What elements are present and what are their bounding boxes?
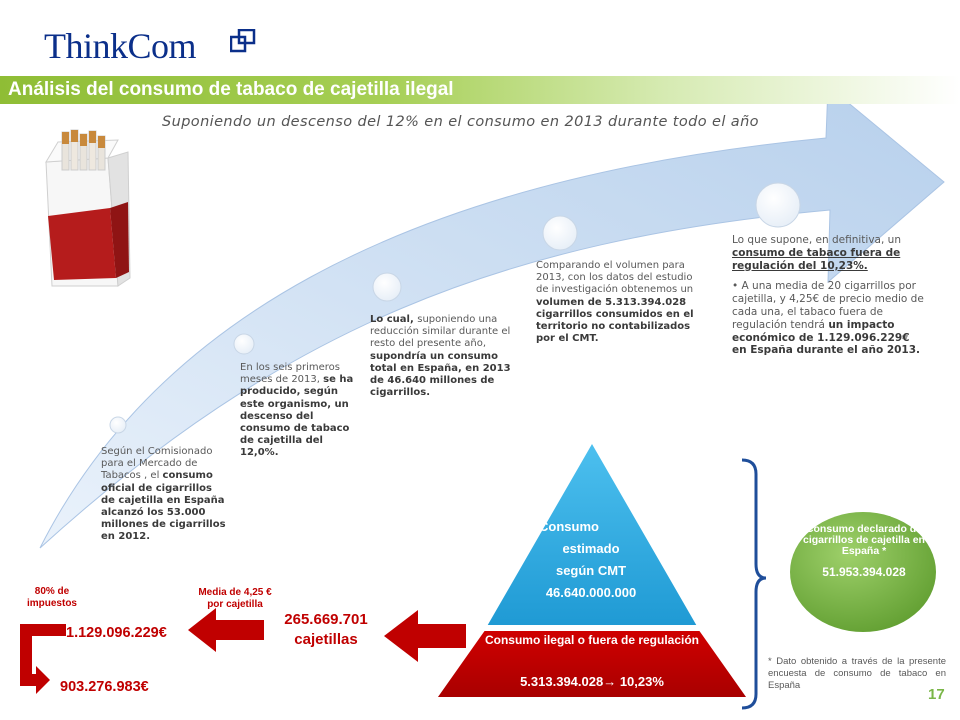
milestone-dot-2 — [233, 333, 255, 355]
milestone-dot-1 — [109, 416, 127, 434]
step-2-text: En los seis primeros meses de 2013, se h… — [240, 362, 354, 459]
tax-note: 80% de impuestos — [26, 586, 77, 609]
step-5-text: Lo que supone, en definitiva, un consumo… — [732, 234, 924, 357]
milestone-dot-5 — [755, 182, 801, 228]
pyramid-top-text: Consumo estimado según CMT 46.640.000.00… — [539, 519, 637, 600]
arrow-into-impact — [188, 608, 264, 652]
subtitle: Suponiendo un descenso del 12% en el con… — [162, 114, 759, 130]
cigarette-pack-icon — [45, 129, 131, 287]
step-4-text: Comparando el volumen para 2013, con los… — [536, 260, 694, 345]
step-5-bullet: • A una media de 20 cigarrillos por caje… — [732, 280, 924, 357]
milestone-dot-4 — [542, 215, 578, 251]
step-3-text: Lo cual, suponiendo una reducción simila… — [370, 314, 511, 399]
consumption-pyramid — [434, 440, 750, 699]
bullet-icon: • — [732, 280, 742, 293]
page-number: 17 — [928, 686, 945, 703]
page-title: Análisis del consumo de tabaco de cajeti… — [8, 79, 454, 100]
logo-squares-icon — [230, 29, 256, 53]
title-bar — [0, 76, 960, 104]
pyramid-top — [484, 440, 700, 627]
declared-label: Consumo declarado de cigarrillos de caje… — [803, 523, 925, 557]
flow-arrows — [20, 608, 466, 694]
footnote: * Dato obtenido a través de la presente … — [768, 656, 946, 691]
milestone-dot-3 — [372, 272, 402, 302]
thinkcom-logo: ThinkCom — [44, 26, 260, 66]
declared-value: 51.953.394.028 — [822, 565, 906, 579]
declared-consumption-text: Consumo declarado de cigarrillos de caje… — [796, 523, 932, 580]
pyramid-base-value: 5.313.394.028→ 10,23% — [520, 674, 664, 689]
packs-text: 265.669.701 cajetillas — [284, 611, 368, 648]
step-1-text: Según el Comisionado para el Mercado de … — [101, 446, 226, 543]
arrow-into-tax — [20, 624, 66, 694]
pyramid-base-title: Consumo ilegal o fuera de regulación — [484, 633, 700, 647]
logo-text: ThinkCom — [44, 26, 197, 66]
bracket-icon — [741, 458, 767, 710]
pyramid-base — [434, 629, 750, 699]
declared-consumption-circle — [790, 512, 936, 632]
arrow-into-packs — [384, 610, 466, 662]
impact-value: 1.129.096.229€ — [66, 625, 167, 641]
tax-value: 903.276.983€ — [60, 679, 149, 695]
price-note: Media de 4,25 € por cajetilla — [198, 587, 272, 610]
